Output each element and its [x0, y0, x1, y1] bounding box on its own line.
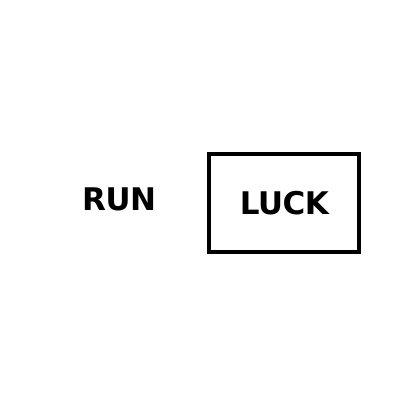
- word-luck: LUCK: [239, 185, 329, 222]
- word-run: RUN: [82, 182, 156, 218]
- boxed-word-frame: LUCK: [207, 152, 361, 254]
